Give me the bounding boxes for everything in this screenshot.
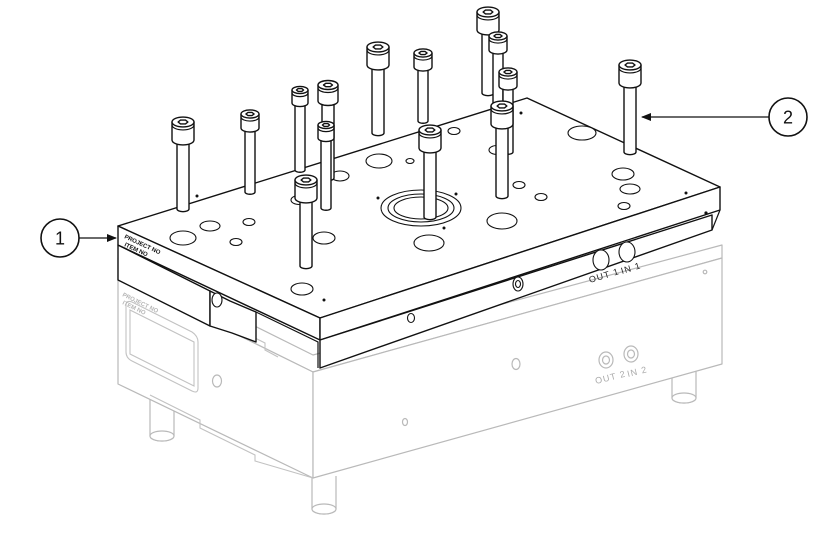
screw-1 xyxy=(171,116,195,213)
support-leg-front-center xyxy=(311,476,337,515)
screw-13 xyxy=(490,100,514,200)
screw-14 xyxy=(618,59,642,156)
port-out-1 xyxy=(592,249,610,271)
top-plate: OUT 1 IN 1 PROJECT NO ITEM NO xyxy=(117,97,721,369)
screw-8 xyxy=(418,124,442,221)
callout-1: 1 xyxy=(40,218,117,258)
port-out-2 xyxy=(598,351,614,369)
callout-1-number: 1 xyxy=(55,229,65,249)
lower-block: OUT 2 IN 2 PROJECT NO ITEM NO xyxy=(117,244,723,515)
screw-2 xyxy=(240,109,260,195)
port-in-1 xyxy=(618,241,636,263)
screw-6 xyxy=(366,41,390,137)
screw-9 xyxy=(294,174,318,270)
screw-3 xyxy=(291,85,309,173)
callout-2-number: 2 xyxy=(783,108,793,128)
socket-head-screws xyxy=(171,6,642,270)
port-in-2 xyxy=(623,345,639,363)
callout-2: 2 xyxy=(641,97,808,137)
screw-5 xyxy=(317,120,335,211)
screw-7 xyxy=(413,48,433,124)
in-2-label: IN 2 xyxy=(626,364,648,379)
